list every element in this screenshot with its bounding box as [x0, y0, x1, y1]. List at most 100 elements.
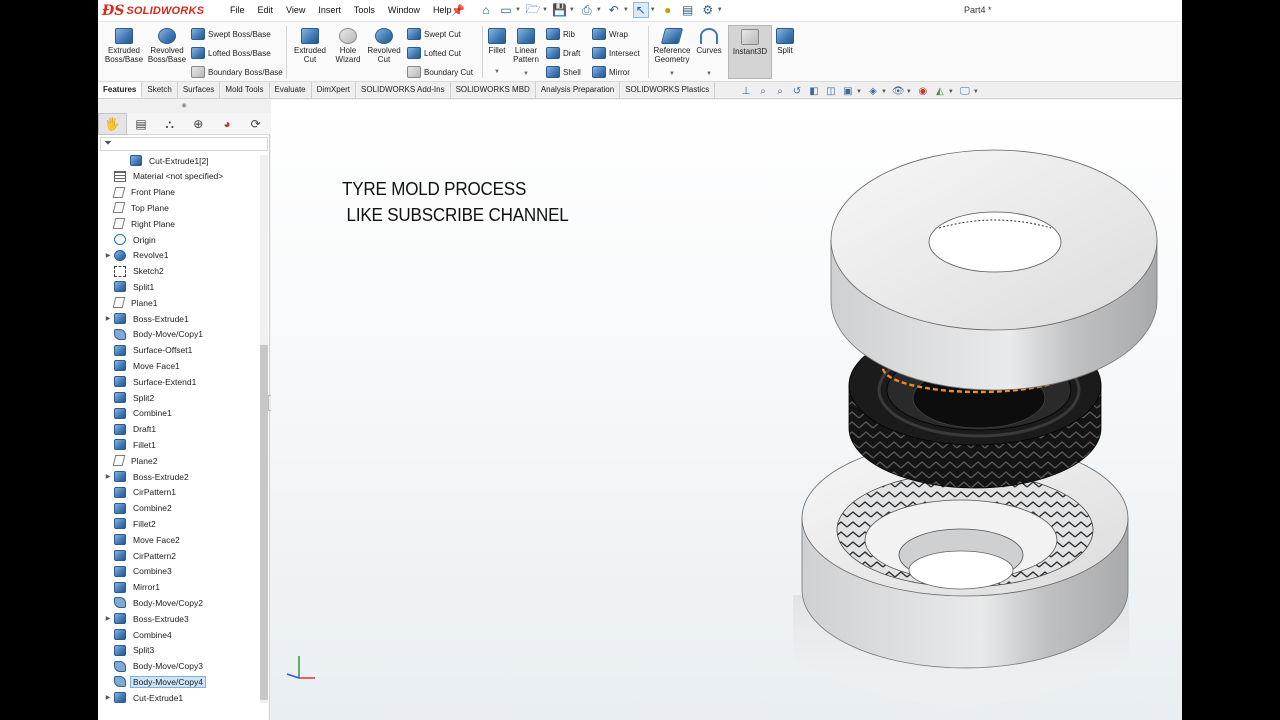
tab-dimxpert[interactable]: DimXpert: [312, 82, 356, 98]
view-orientation-icon[interactable]: ▣: [843, 86, 853, 97]
tree-filter[interactable]: ⏷: [100, 137, 268, 151]
rebuild-traffic-light-icon[interactable]: ●: [664, 3, 672, 17]
chevron-down-icon[interactable]: ▼: [541, 7, 548, 13]
tree-item[interactable]: Right Plane: [102, 216, 178, 231]
tree-item[interactable]: Cut-Extrude1[2]: [118, 153, 212, 168]
wrap-button[interactable]: Wrap: [592, 28, 628, 40]
tree-item[interactable]: Plane1: [102, 295, 160, 310]
tree-item[interactable]: Split2: [102, 390, 157, 405]
tree-item[interactable]: Combine4: [102, 627, 175, 642]
feature-manager-tab-icon[interactable]: 🖐: [98, 113, 127, 135]
tree-item[interactable]: Combine1: [102, 406, 175, 421]
menu-window[interactable]: Window: [387, 5, 420, 15]
tab-solidworks-mbd[interactable]: SOLIDWORKS MBD: [451, 82, 536, 98]
dynamic-annotation-icon[interactable]: ◫: [826, 86, 836, 97]
menu-view[interactable]: View: [286, 5, 306, 15]
tree-item[interactable]: Body-Move/Copy1: [102, 327, 206, 342]
rib-button[interactable]: Rib: [546, 28, 575, 40]
expand-arrow-icon[interactable]: ▶: [105, 252, 111, 259]
tree-item[interactable]: Origin: [102, 232, 159, 247]
pin-toolbar-icon[interactable]: ⊥: [741, 86, 751, 97]
solidworks-logo[interactable]: ƉS SOLIDWORKS: [102, 1, 208, 21]
hide-show-items-icon[interactable]: 👁: [891, 86, 905, 97]
tree-item[interactable]: ▶Boss-Extrude1: [102, 311, 192, 326]
curves-button[interactable]: Curves: [696, 28, 722, 55]
undo-icon[interactable]: ↶: [608, 3, 619, 17]
swept-boss-button[interactable]: Swept Boss/Base: [191, 28, 271, 40]
panel-grip[interactable]: ◉: [98, 100, 270, 113]
previous-view-icon[interactable]: ↺: [792, 86, 802, 97]
cam-tab-icon[interactable]: ⟳: [250, 117, 261, 131]
split-button[interactable]: Split: [774, 28, 796, 55]
tab-solidworks-add-ins[interactable]: SOLIDWORKS Add-Ins: [356, 82, 451, 98]
tree-item[interactable]: Top Plane: [102, 200, 172, 215]
menu-edit[interactable]: Edit: [257, 5, 274, 15]
menu-insert[interactable]: Insert: [318, 5, 341, 15]
tyre-mold-model[interactable]: [271, 100, 1182, 720]
expand-arrow-icon[interactable]: ▶: [105, 474, 111, 480]
extruded-boss-button[interactable]: Extruded Boss/Base: [104, 28, 144, 64]
tab-solidworks-plastics[interactable]: SOLIDWORKS Plastics: [620, 82, 716, 98]
configuration-manager-tab-icon[interactable]: ⛬: [165, 116, 174, 131]
upper-mold-half[interactable]: [830, 149, 1158, 391]
chevron-down-icon[interactable]: ▼: [706, 71, 712, 77]
tree-item[interactable]: Draft1: [102, 422, 159, 437]
revolved-cut-button[interactable]: Revolved Cut: [366, 28, 402, 64]
chevron-down-icon[interactable]: ▼: [972, 88, 979, 95]
expand-arrow-icon[interactable]: ▶: [105, 316, 111, 322]
expand-arrow-icon[interactable]: ▶: [105, 695, 111, 702]
tree-item[interactable]: ▶Cut-Extrude1: [102, 690, 186, 705]
tab-evaluate[interactable]: Evaluate: [270, 82, 312, 98]
display-manager-tab-icon[interactable]: ◕: [223, 117, 231, 131]
tree-item[interactable]: CirPattern1: [102, 485, 179, 500]
apply-scene-icon[interactable]: ◭: [936, 86, 944, 97]
tree-item[interactable]: Split1: [102, 279, 157, 294]
tree-item[interactable]: Combine3: [102, 564, 175, 579]
tree-item[interactable]: Front Plane: [102, 185, 178, 200]
dimxpert-manager-tab-icon[interactable]: ⊕: [193, 117, 204, 131]
revolved-boss-button[interactable]: Revolved Boss/Base: [146, 28, 188, 64]
pin-icon[interactable]: 📌: [451, 5, 465, 17]
tree-scrollbar-thumb[interactable]: [260, 345, 268, 700]
zoom-to-fit-icon[interactable]: ⌕: [760, 86, 766, 97]
home-icon[interactable]: ⌂: [482, 3, 490, 17]
tree-item[interactable]: Sketch2: [102, 264, 167, 279]
chevron-down-icon[interactable]: ▼: [880, 88, 887, 95]
tree-item[interactable]: Combine2: [102, 501, 175, 516]
tree-item[interactable]: Surface-Offset1: [102, 343, 195, 358]
instant3d-button[interactable]: Instant3D: [728, 25, 772, 79]
chevron-down-icon[interactable]: ▼: [856, 88, 862, 95]
tree-item[interactable]: Material <not specified>: [102, 169, 226, 184]
mirror-button[interactable]: Mirror: [592, 66, 630, 78]
swept-cut-button[interactable]: Swept Cut: [407, 28, 461, 40]
tree-item[interactable]: ▶Boss-Extrude3: [102, 611, 192, 626]
zoom-to-area-icon[interactable]: ⌕: [777, 86, 783, 97]
tree-item[interactable]: Fillet1: [102, 437, 159, 452]
tree-item[interactable]: Mirror1: [102, 580, 163, 595]
edit-appearance-icon[interactable]: ◉: [918, 86, 928, 97]
tree-item[interactable]: Surface-Extend1: [102, 374, 199, 389]
chevron-down-icon[interactable]: ▼: [947, 88, 954, 95]
chevron-down-icon[interactable]: ▼: [568, 7, 575, 13]
hole-wizard-button[interactable]: Hole Wizard: [330, 28, 366, 64]
extruded-cut-button[interactable]: Extruded Cut: [290, 28, 330, 64]
lower-mold-half[interactable]: [801, 439, 1129, 669]
menu-help[interactable]: Help: [432, 5, 452, 15]
tree-item[interactable]: Body-Move/Copy4: [102, 674, 206, 689]
fillet-button[interactable]: Fillet: [484, 28, 510, 55]
menu-tools[interactable]: Tools: [353, 5, 375, 15]
tree-item[interactable]: Fillet2: [102, 516, 159, 531]
chevron-down-icon[interactable]: ▼: [905, 88, 912, 95]
tab-sketch[interactable]: Sketch: [142, 82, 178, 98]
open-folder-icon[interactable]: 🗁: [525, 1, 541, 16]
draft-button[interactable]: Draft: [546, 47, 580, 59]
tab-mold-tools[interactable]: Mold Tools: [220, 82, 270, 98]
chevron-down-icon[interactable]: ▼: [515, 7, 521, 13]
display-style-icon[interactable]: ◈: [869, 86, 877, 97]
property-manager-tab-icon[interactable]: ▤: [135, 117, 147, 131]
tab-features[interactable]: Features: [98, 82, 143, 98]
save-icon[interactable]: 💾: [552, 3, 568, 17]
file-properties-icon[interactable]: ▤: [682, 3, 694, 17]
tab-surfaces[interactable]: Surfaces: [178, 82, 221, 98]
tab-analysis-preparation[interactable]: Analysis Preparation: [536, 82, 621, 98]
